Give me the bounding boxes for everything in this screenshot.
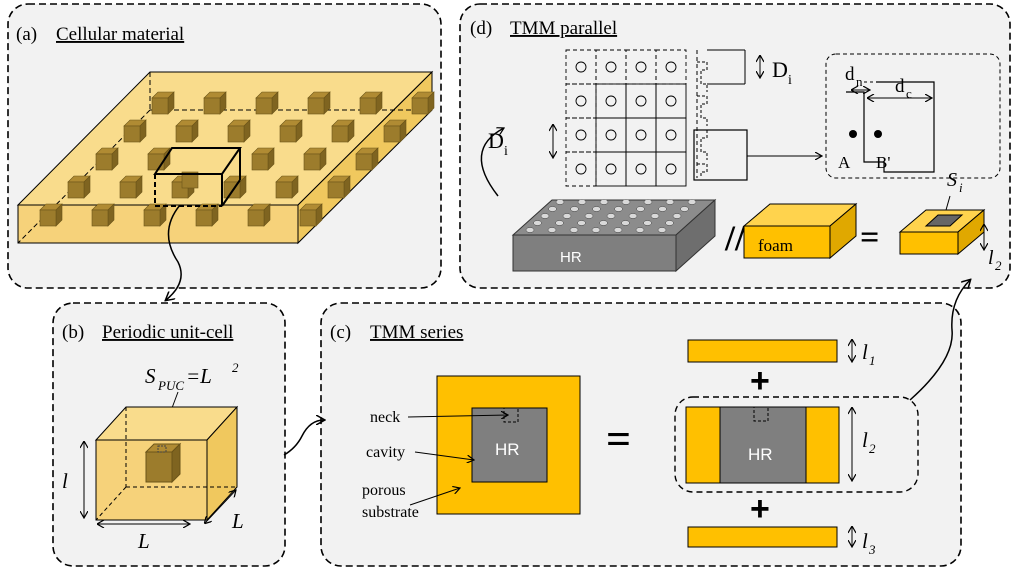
- dim-L-side: L: [231, 509, 244, 533]
- panel-d-label: (d): [470, 18, 492, 39]
- cavity-label: cavity: [366, 444, 405, 461]
- hr-array-grid: [565, 49, 687, 187]
- arrow-c-to-d: [909, 280, 970, 401]
- si-sub: i: [959, 180, 963, 195]
- porous-label-2: substrate: [362, 504, 419, 521]
- panel-a-title: Cellular material: [56, 24, 184, 45]
- hr-side-profile: D i: [693, 49, 822, 181]
- hr-right-label: HR: [748, 445, 773, 464]
- l3-label: l: [862, 529, 868, 553]
- dim-l-label: l: [62, 469, 68, 493]
- l3-sub: 3: [868, 542, 876, 557]
- panel-a: (a) Cellular material: [7, 3, 442, 289]
- equals-c: =: [606, 415, 631, 464]
- hr-block-label: HR: [560, 249, 582, 266]
- spuc-label: S: [145, 364, 156, 388]
- hr-left-label: HR: [495, 440, 520, 459]
- di-top-sub: i: [788, 73, 792, 88]
- l2-label: l: [862, 428, 868, 452]
- di-left-sub: i: [504, 144, 508, 159]
- spuc-sup: 2: [232, 360, 239, 375]
- plus-2: +: [750, 490, 770, 528]
- l1-label: l: [862, 340, 868, 364]
- panel-c: (c) TMM series HR neck cavity porous sub…: [320, 302, 962, 567]
- neck-detail: d n d c A B': [825, 53, 1001, 179]
- panel-d-title: TMM parallel: [510, 18, 617, 39]
- panel-b: (b) Periodic unit-cell S PUC =L 2 l L L: [52, 302, 286, 567]
- di-top-label: D: [772, 57, 788, 82]
- panel-a-label: (a): [16, 24, 37, 45]
- l1-sub: 1: [869, 353, 876, 368]
- spuc-sub: PUC: [157, 378, 184, 393]
- slab-inclusions: [39, 91, 435, 227]
- dn-sub: n: [856, 74, 863, 89]
- panel-c-label: (c): [330, 322, 351, 343]
- dc-sub: c: [906, 86, 912, 101]
- panel-b-label: (b): [62, 322, 84, 343]
- arrow-a-to-b: [166, 204, 182, 300]
- dn-label: d: [845, 64, 855, 85]
- dc-label: d: [895, 76, 905, 97]
- foam-label: foam: [758, 236, 793, 255]
- spuc-rhs: =L: [186, 364, 212, 388]
- result-block: S i l 2: [898, 169, 1002, 273]
- foam-block: foam: [742, 202, 858, 260]
- panel-d: (d) TMM parallel D i d n d c: [459, 3, 1011, 289]
- point-b-label: B': [876, 153, 890, 172]
- dim-L-bottom: L: [137, 529, 150, 553]
- neck-label: neck: [370, 409, 400, 426]
- parallel-symbol: //: [724, 218, 746, 258]
- plus-1: +: [750, 362, 770, 400]
- l2-d-label: l: [988, 247, 994, 269]
- panel-b-title: Periodic unit-cell: [102, 322, 233, 343]
- hr-block-3d: HR: [511, 198, 717, 273]
- di-left-label: D: [488, 128, 504, 153]
- arrow-b-to-c: [283, 420, 324, 456]
- l2-sub: 2: [869, 441, 876, 456]
- porous-label-1: porous: [362, 482, 406, 499]
- equals-d: =: [860, 219, 879, 256]
- panel-c-title: TMM series: [370, 322, 463, 343]
- point-a-label: A: [838, 153, 851, 172]
- si-label: S: [947, 169, 957, 191]
- l2-d-sub: 2: [995, 258, 1002, 273]
